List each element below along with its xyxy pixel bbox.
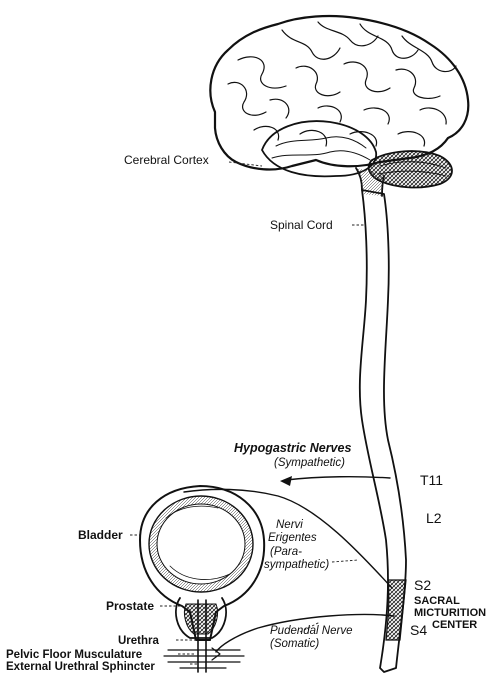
- nervi-label-2: Erigentes: [268, 532, 317, 544]
- pudendal-nerve-label: Pudendal Nerve: [270, 625, 352, 637]
- nervi-label-1: Nervi: [276, 519, 303, 531]
- bladder-illustration: [139, 485, 266, 673]
- hypogastric-nerve-path: [285, 476, 391, 481]
- labels: Cerebral Cortex Spinal Cord Hypogastric …: [6, 153, 486, 673]
- sacral-label-3: CENTER: [432, 619, 477, 631]
- t11-label: T11: [420, 472, 443, 488]
- pudendal-nerve-path: [215, 613, 395, 653]
- hypogastric-nerves-label: Hypogastric Nerves: [234, 441, 351, 455]
- urethra-label: Urethra: [118, 635, 160, 647]
- sacral-label-2: MICTURITION: [414, 607, 486, 619]
- nervi-label-3: (Para-: [270, 546, 302, 558]
- sympathetic-label: (Sympathetic): [274, 457, 345, 469]
- pelvic-floor-label: Pelvic Floor Musculature: [6, 649, 142, 661]
- s4-label: S4: [410, 622, 427, 638]
- leader-lines: [130, 161, 364, 665]
- external-sphincter-label: External Urethral Sphincter: [6, 661, 155, 673]
- brain-illustration: [209, 14, 470, 197]
- nerve-paths: [183, 476, 395, 653]
- spinal-cord-illustration: [358, 189, 407, 673]
- sacral-label-1: SACRAL: [414, 595, 460, 607]
- somatic-label: (Somatic): [270, 638, 319, 650]
- l2-label: L2: [426, 510, 442, 526]
- nervi-label-4: sympathetic): [264, 559, 329, 571]
- bladder-label: Bladder: [78, 528, 123, 542]
- prostate-label: Prostate: [106, 599, 154, 613]
- s2-label: S2: [414, 577, 431, 593]
- spinal-cord-label: Spinal Cord: [270, 218, 333, 232]
- nervi-erigentes-path: [183, 488, 393, 589]
- arrow-icon: [280, 476, 292, 486]
- cerebral-cortex-label: Cerebral Cortex: [124, 153, 209, 167]
